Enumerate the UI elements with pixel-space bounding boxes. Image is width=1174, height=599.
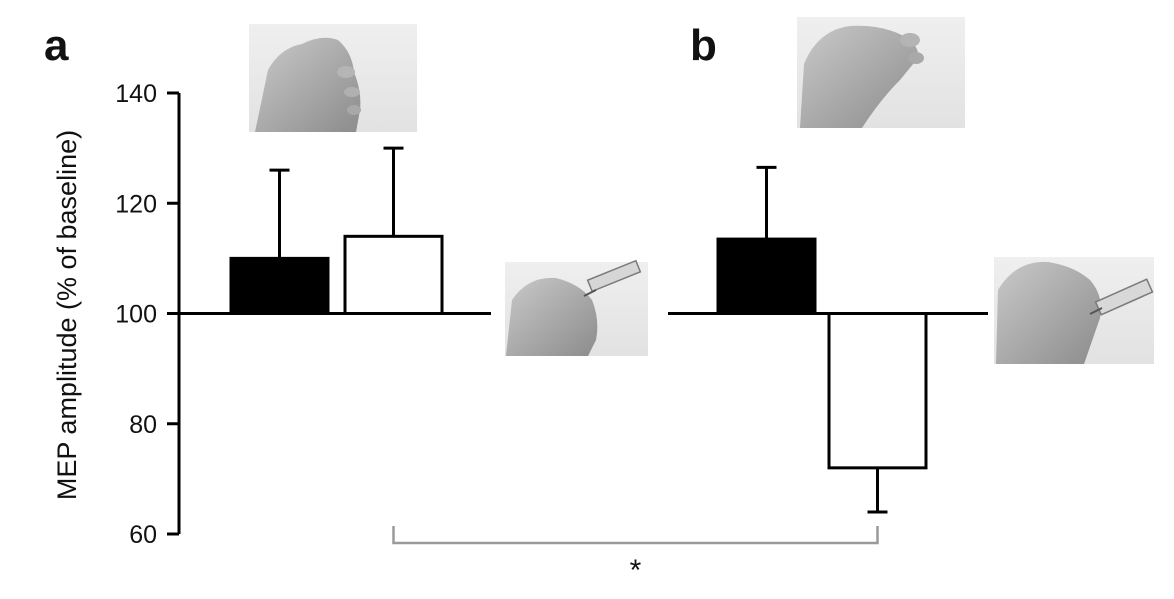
y-axis-label: MEP amplitude (% of baseline) — [52, 130, 82, 500]
hand-injection-photo — [994, 257, 1154, 364]
bar-b-black — [716, 237, 817, 315]
significance-star: * — [630, 554, 642, 587]
y-tick-label: 60 — [129, 521, 157, 549]
bar-a-white — [343, 234, 444, 315]
panel-label-a: a — [44, 21, 69, 70]
bar-a-black — [229, 256, 330, 315]
foot-photo — [249, 24, 417, 132]
bars — [229, 146, 928, 514]
y-tick-label: 100 — [115, 301, 157, 329]
y-axis: 60 80 100 120 140 — [115, 80, 181, 549]
significance-bracket: * — [392, 526, 879, 587]
panel-label-b: b — [690, 21, 717, 70]
y-tick-label: 140 — [115, 80, 157, 108]
hand-photo — [797, 17, 965, 128]
significance-line — [392, 526, 879, 545]
foot-injection-photo — [505, 259, 648, 356]
y-tick-label: 120 — [115, 190, 157, 218]
bar-b-white — [827, 312, 928, 470]
y-tick-label: 80 — [129, 411, 157, 439]
